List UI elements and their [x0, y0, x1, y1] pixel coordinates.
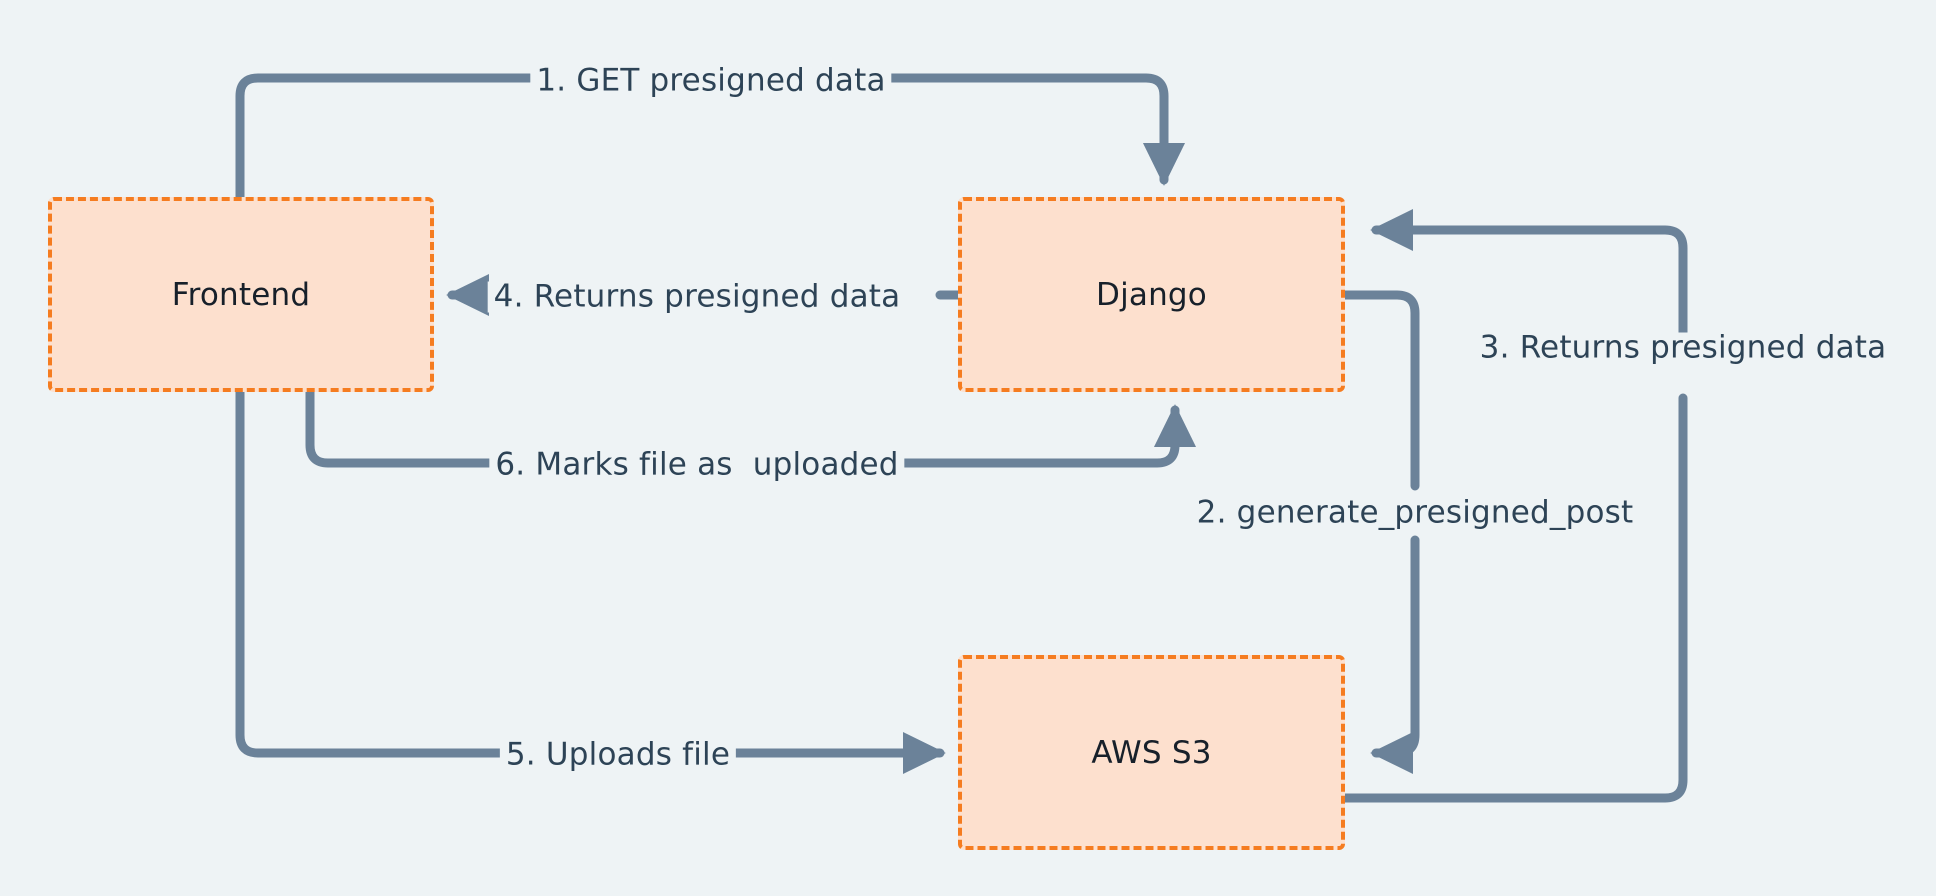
edge-label-2: 2. generate_presigned_post [1190, 497, 1640, 529]
edge-2-path [1340, 290, 1420, 491]
edge-label-5: 5. Uploads file [499, 739, 737, 771]
node-django-label: Django [1096, 276, 1207, 313]
edge-2-path-b [1370, 535, 1420, 775]
node-aws-s3[interactable]: AWS S3 [958, 655, 1345, 850]
edge-label-3: 3. Returns presigned data [1473, 332, 1893, 364]
edge-label-1: 1. GET presigned data [530, 65, 892, 97]
edge-label-4: 4. Returns presigned data [487, 281, 907, 313]
edge-6-path-b [885, 404, 1197, 468]
node-frontend[interactable]: Frontend [48, 197, 434, 392]
edge-5-path [235, 387, 505, 758]
edge-1-path [235, 73, 535, 202]
edge-6-path [305, 387, 508, 468]
node-frontend-label: Frontend [171, 276, 311, 313]
edge-label-6: 6. Marks file as uploaded [489, 449, 905, 481]
node-aws-s3-label: AWS S3 [1091, 734, 1212, 771]
edge-3-path-b [1370, 208, 1688, 343]
node-django[interactable]: Django [958, 197, 1345, 392]
edge-1-path-b [885, 73, 1186, 186]
edge-3-path [1340, 393, 1688, 803]
